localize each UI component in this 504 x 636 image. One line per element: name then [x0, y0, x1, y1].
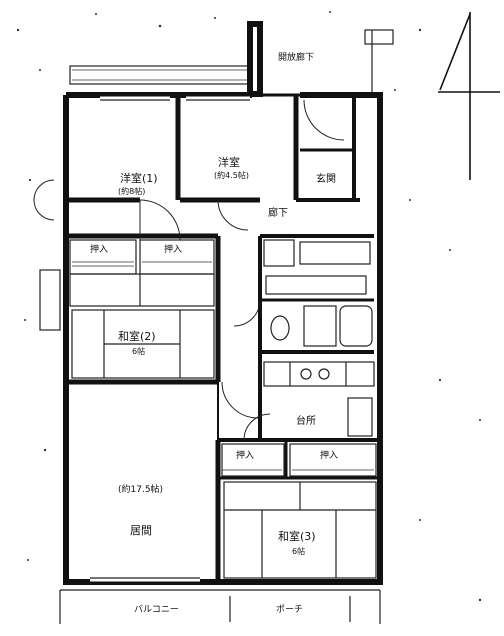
japanese-room-center-name: 和室(2) — [118, 329, 156, 343]
balcony-label: バルコニー — [134, 604, 179, 615]
entrance-name: 玄関 — [316, 172, 336, 185]
bath-fixtures — [263, 239, 373, 347]
living-name: 居間 — [130, 524, 152, 537]
closet-hatching — [69, 239, 377, 477]
scan-noise — [16, 11, 482, 602]
closet-left-name: 押入 — [90, 243, 108, 255]
japanese-room-center-size: 6帖 — [132, 346, 145, 356]
japanese-room-bottom-size: 6帖 — [292, 546, 305, 556]
closet-right-name: 押入 — [164, 243, 182, 255]
western-room-2-size: (約4.5帖) — [214, 170, 249, 180]
door-swings — [33, 99, 345, 441]
hallway-top-label: 開放廊下 — [278, 51, 314, 63]
porch-label: ポーチ — [276, 604, 303, 615]
interior-walls — [66, 96, 380, 582]
western-room-1-name: 洋室(1) — [120, 171, 158, 185]
toilet-icon — [270, 315, 290, 341]
kitchen-counter — [263, 361, 375, 437]
living-size: (約17.5帖) — [118, 483, 163, 495]
tatami-center — [71, 309, 215, 379]
outer-walls — [63, 92, 383, 585]
balcony-outline — [59, 589, 381, 624]
japanese-room-bottom-name: 和室(3) — [278, 529, 316, 543]
western-room-2-name: 洋室 — [218, 155, 240, 169]
kitchen-name: 台所 — [296, 414, 316, 427]
closet-bottom-left-name: 押入 — [236, 449, 254, 461]
western-room-1-size: (約8帖) — [118, 186, 145, 196]
corridor-name: 廊下 — [268, 206, 288, 219]
windows — [39, 96, 250, 582]
top-corridor-outline — [69, 21, 394, 97]
bathtub-icon — [339, 305, 373, 347]
north-arrow-icon — [438, 12, 500, 180]
closet-bottom-right-name: 押入 — [320, 449, 338, 461]
tatami-bottom — [223, 481, 377, 579]
